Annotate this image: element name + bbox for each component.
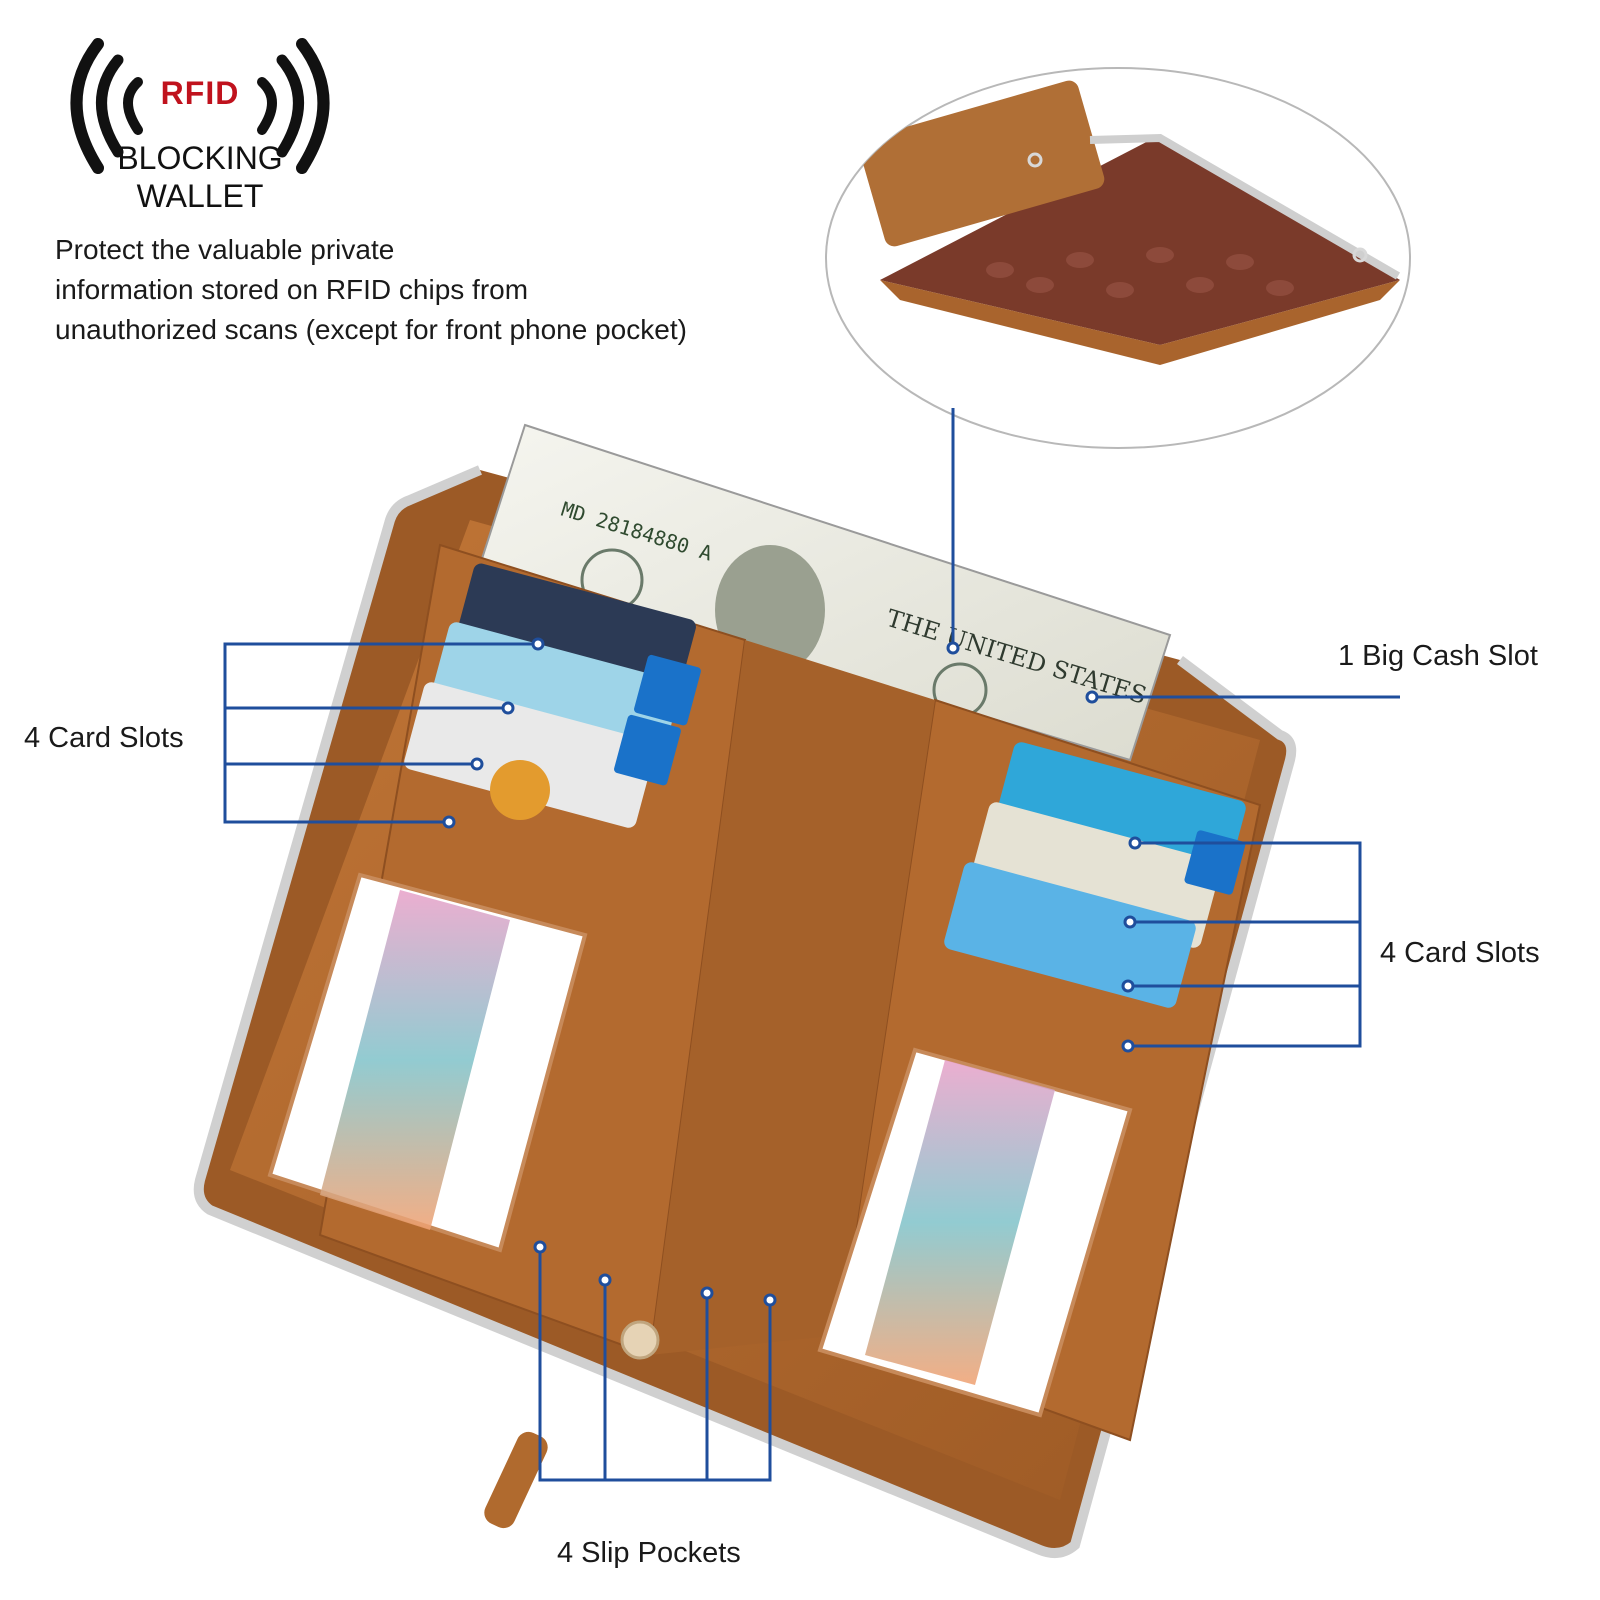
left-cards <box>404 563 701 828</box>
wallet-text: WALLET <box>136 178 264 214</box>
leader-dots <box>442 637 1142 1307</box>
leader-lines <box>223 408 1400 1482</box>
cash-bill: MD 28184880 A THE UNITED STATES <box>478 423 1172 762</box>
blocking-text: BLOCKING <box>117 140 283 176</box>
right-cards <box>944 742 1246 1008</box>
rfid-signal-icon <box>70 38 330 174</box>
card-slots-left-label: 4 Card Slots <box>24 722 184 754</box>
description-line: information stored on RFID chips from <box>55 274 529 305</box>
id-window-left <box>267 872 588 1253</box>
card-slots-right-label: 4 Card Slots <box>1380 937 1540 969</box>
wallet: MD 28184880 A THE UNITED STATES <box>193 423 1297 1559</box>
id-window-right <box>817 1047 1133 1418</box>
description-line: Protect the valuable private <box>55 234 395 265</box>
rfid-description: Protect the valuable private information… <box>55 230 815 350</box>
description-line: unauthorized scans (except for front pho… <box>55 314 687 345</box>
cash-slot-label: 1 Big Cash Slot <box>1338 640 1538 672</box>
rfid-badge-text: RFID <box>160 75 240 111</box>
inset-detail <box>825 67 1411 449</box>
slip-pockets-label: 4 Slip Pockets <box>557 1537 741 1569</box>
